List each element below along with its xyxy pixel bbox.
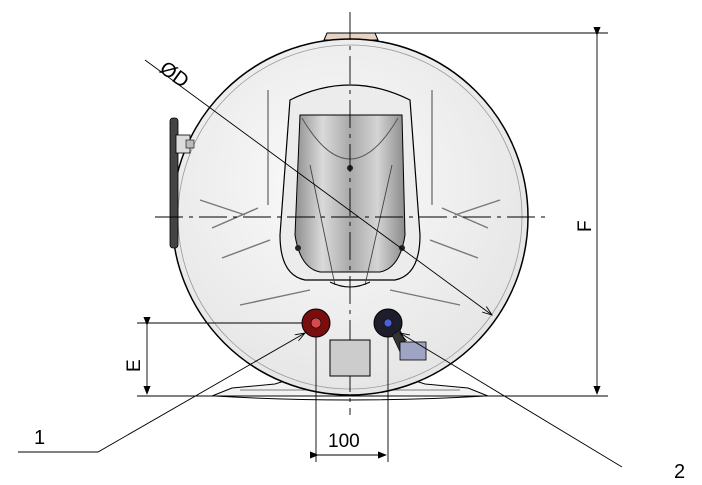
dimension-f-label: F [575,220,596,232]
callout-2-leader [400,333,623,468]
valve-tag [399,341,427,361]
nameplate [329,339,371,377]
port-connection-2 [373,308,409,353]
side-fitting [169,117,195,249]
dimension-spacing-label: 100 [328,431,360,452]
tank-ribs [199,90,501,306]
dimension-e-label: E [124,359,145,372]
extension-lines [137,32,608,462]
callout-1 [18,333,305,453]
callout-1-label: 1 [34,427,45,449]
diameter-leader [144,59,492,315]
callout-2-label: 2 [674,461,685,483]
diameter-label: ØD [155,57,192,92]
port-connection-1 [301,308,331,338]
